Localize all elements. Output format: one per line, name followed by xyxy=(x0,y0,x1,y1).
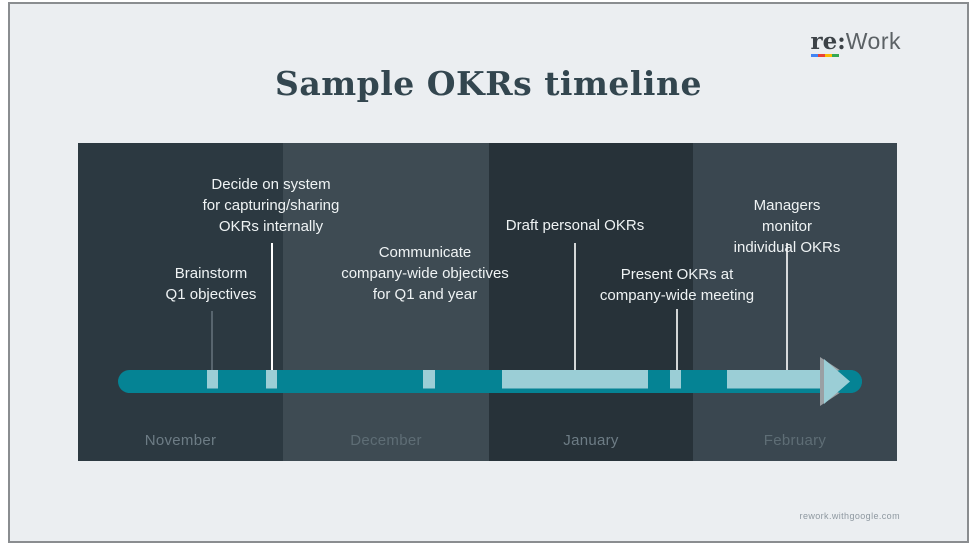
underline-yellow xyxy=(824,54,832,57)
month-label-november: November xyxy=(144,432,217,449)
timeline-panel: November December January February xyxy=(78,143,897,461)
underline-blue xyxy=(810,54,818,57)
rework-logo-underline xyxy=(810,54,839,57)
column-february: February xyxy=(693,143,897,461)
month-label-december: December xyxy=(350,432,422,449)
column-january: January xyxy=(489,143,693,461)
underline-red xyxy=(817,54,825,57)
rework-logo-work-text: Work xyxy=(845,28,901,54)
rework-logo-re: re: xyxy=(810,28,846,57)
column-december: December xyxy=(283,143,489,461)
footer-url: rework.withgoogle.com xyxy=(799,511,900,521)
slide-canvas: re: Work Sample OKRs timeline November D… xyxy=(8,2,969,543)
rework-logo: re: Work xyxy=(810,28,902,60)
column-november: November xyxy=(78,143,283,461)
month-label-january: January xyxy=(563,432,619,449)
page-title: Sample OKRs timeline xyxy=(275,64,702,103)
month-label-february: February xyxy=(763,432,827,449)
rework-logo-re-text: re: xyxy=(810,28,846,55)
underline-green xyxy=(831,54,839,57)
